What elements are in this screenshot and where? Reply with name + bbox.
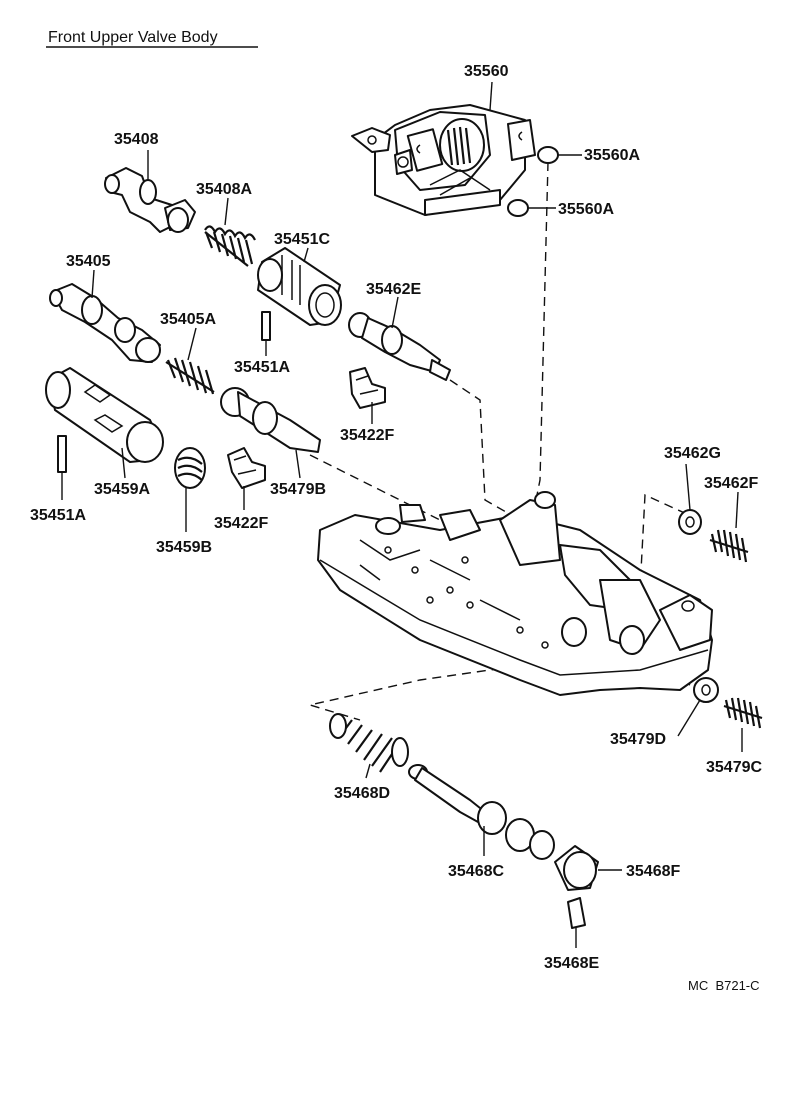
e-ring-35462g bbox=[678, 509, 702, 535]
diagram-title: Front Upper Valve Body bbox=[48, 29, 218, 46]
label-35462g: 35462G bbox=[664, 445, 721, 462]
label-35405: 35405 bbox=[66, 253, 111, 270]
solenoid-35560 bbox=[351, 104, 536, 216]
front-upper-valve-body bbox=[317, 491, 713, 696]
valve-35462e bbox=[348, 312, 451, 381]
spring-35459b bbox=[174, 447, 206, 489]
label-35479d: 35479D bbox=[610, 731, 666, 748]
valve-35479b bbox=[220, 387, 321, 453]
label-35462e: 35462E bbox=[366, 281, 421, 298]
label-35405a: 35405A bbox=[160, 311, 216, 328]
label-35451a-upper: 35451A bbox=[234, 359, 290, 376]
label-35560a-upper: 35560A bbox=[584, 147, 640, 164]
spring-35408a bbox=[204, 225, 256, 267]
o-ring-35560a-upper bbox=[537, 146, 559, 164]
label-35451a-left: 35451A bbox=[30, 507, 86, 524]
sleeve-35451c bbox=[257, 247, 342, 326]
label-35468e: 35468E bbox=[544, 955, 599, 972]
pin-35451a-upper bbox=[261, 311, 271, 341]
plug-35468f bbox=[554, 845, 599, 891]
label-35408a: 35408A bbox=[196, 181, 252, 198]
label-35560a-lower: 35560A bbox=[558, 201, 614, 218]
valve-35408 bbox=[104, 167, 196, 233]
leader-lines bbox=[61, 81, 743, 948]
label-35462f: 35462F bbox=[704, 475, 758, 492]
spring-35479c bbox=[723, 697, 763, 729]
retainer-35468e bbox=[567, 897, 586, 929]
label-35451c: 35451C bbox=[274, 231, 330, 248]
valve-35468c bbox=[408, 764, 555, 860]
spring-35468d bbox=[329, 713, 409, 773]
clip-35422f-upper bbox=[349, 367, 386, 409]
label-35468f: 35468F bbox=[626, 863, 680, 880]
spring-35462f bbox=[709, 529, 749, 563]
label-35468c: 35468C bbox=[448, 863, 504, 880]
valve-35405 bbox=[49, 283, 161, 363]
o-ring-35560a-lower bbox=[507, 199, 529, 217]
clip-35422f-lower bbox=[227, 447, 266, 489]
label-35479c: 35479C bbox=[706, 759, 762, 776]
label-35479b: 35479B bbox=[270, 481, 326, 498]
pin-35451a-left bbox=[57, 435, 67, 473]
label-35422f-lower: 35422F bbox=[214, 515, 268, 532]
label-35408: 35408 bbox=[114, 131, 159, 148]
label-35459a: 35459A bbox=[94, 481, 150, 498]
label-35422f-upper: 35422F bbox=[340, 427, 394, 444]
sleeve-35459a bbox=[45, 367, 164, 463]
e-ring-35479d bbox=[693, 677, 719, 703]
label-35468d: 35468D bbox=[334, 785, 390, 802]
label-35459b: 35459B bbox=[156, 539, 212, 556]
reference-code: MC B721-C bbox=[688, 978, 760, 993]
label-35560: 35560 bbox=[464, 63, 509, 80]
spring-35405a bbox=[165, 357, 215, 395]
